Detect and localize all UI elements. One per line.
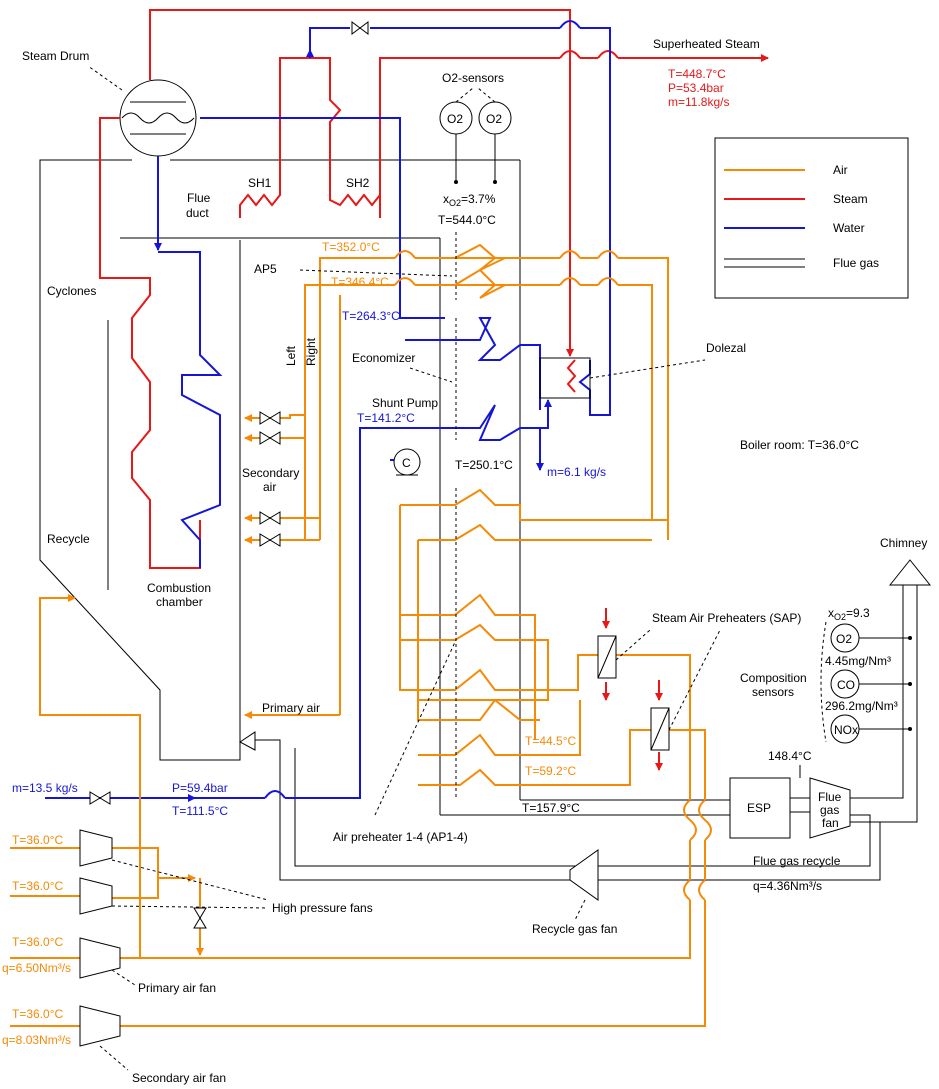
water-mass-flow: m=13.5 kg/s	[12, 781, 78, 795]
flue-gas-fan-label-1: Flue	[818, 790, 842, 804]
legend-steam: Steam	[833, 192, 868, 206]
primary-air-label: Primary air	[262, 701, 320, 715]
dolezal-label: Dolezal	[706, 341, 746, 355]
o2-sensors-label: O2-sensors	[442, 71, 504, 85]
composition-label-1: Composition	[740, 671, 807, 685]
hp-fan-2-temp: T=36.0°C	[12, 879, 63, 893]
legend-air: Air	[833, 163, 848, 177]
superheated-steam-label: Superheated Steam	[653, 37, 760, 51]
recycle-gas-fan	[569, 849, 599, 901]
secondary-air-label-1: Secondary	[242, 466, 299, 480]
temp-445: T=44.5°C	[525, 734, 576, 748]
valves	[89, 21, 369, 929]
xo2-top: xO2=3.7%	[443, 192, 496, 208]
flue-gas-fan-label-2: gas	[820, 803, 839, 817]
air-lines	[10, 243, 712, 1027]
steam-temperature: T=448.7°C	[668, 67, 726, 81]
temp-352: T=352.0°C	[322, 240, 380, 254]
temp-1484: 148.4°C	[768, 749, 812, 763]
o2-sensor-1: O2	[447, 112, 463, 126]
water-pressure: P=59.4bar	[172, 781, 228, 795]
ap5-label: AP5	[254, 262, 277, 276]
temp-250: T=250.1°C	[455, 458, 513, 472]
temp-top: T=544.0°C	[438, 213, 496, 227]
combustion-label-2: chamber	[156, 595, 203, 609]
esp-unit	[729, 777, 791, 839]
temp-346: T=346.4°C	[331, 275, 389, 289]
shunt-pump-label: Shunt Pump	[372, 396, 438, 410]
composition-sensors	[820, 621, 912, 744]
steam-pressure: P=53.4bar	[668, 81, 724, 95]
recycle-inlet-arrow	[239, 731, 256, 751]
steam-air-preheaters	[597, 629, 721, 751]
water-temperature: T=111.5°C	[172, 804, 228, 818]
legend-flue-gas: Flue gas	[833, 256, 879, 270]
boiler-furnace	[39, 159, 932, 881]
left-label: Left	[284, 345, 298, 366]
steam-drum	[87, 65, 197, 157]
esp-label: ESP	[747, 801, 771, 815]
secondary-air-fan-label: Secondary air fan	[132, 1071, 226, 1085]
primary-air-fan-label: Primary air fan	[138, 981, 216, 995]
co-sensor: CO	[837, 678, 855, 692]
nox-sensor: NOx	[834, 723, 858, 737]
recycle-gas-fan-label: Recycle gas fan	[532, 922, 617, 936]
shunt-pump	[393, 448, 421, 476]
temp-141: T=141.2°C	[357, 411, 415, 425]
flue-gas-recycle-label: Flue gas recycle	[753, 854, 841, 868]
flue-duct-label-2: duct	[186, 206, 209, 220]
steam-mass-flow: m=11.8kg/s	[668, 95, 729, 109]
legend-water: Water	[833, 221, 865, 235]
cyclones-label: Cyclones	[47, 284, 96, 298]
temp-592: T=59.2°C	[525, 764, 576, 778]
sh1-label: SH1	[248, 176, 272, 190]
right-label: Right	[304, 337, 318, 366]
hp-fan-1-temp: T=36.0°C	[12, 833, 63, 847]
temp-264: T=264.3°C	[342, 309, 400, 323]
dolezal-unit	[539, 357, 591, 399]
xo2-bottom: xO2=9.3	[828, 606, 870, 622]
chimney-icon	[888, 559, 932, 586]
primary-fan-flow: q=6.50Nm³/s	[2, 961, 71, 975]
recycle-flow-label: q=4.36Nm³/s	[753, 879, 822, 893]
secondary-fan-temp: T=36.0°C	[12, 1007, 63, 1021]
composition-label-2: sensors	[752, 685, 794, 699]
o2-sensor-bottom: O2	[836, 632, 852, 646]
air-preheater-label: Air preheater 1-4 (AP1-4)	[333, 830, 468, 844]
shunt-pump-symbol: C	[402, 456, 411, 470]
steam-drum-label: Steam Drum	[22, 49, 89, 63]
temp-1579: T=157.9°C	[522, 801, 580, 815]
chimney-label: Chimney	[880, 536, 927, 550]
o2-sensors-top	[439, 87, 512, 184]
legend: Air Steam Water Flue gas	[714, 137, 909, 299]
air-fans	[79, 829, 269, 1071]
co-value: 4.45mg/Nm³	[825, 654, 891, 668]
sh2-label: SH2	[346, 176, 370, 190]
o2-sensor-2: O2	[486, 112, 502, 126]
boiler-room-label: Boiler room: T=36.0°C	[740, 438, 859, 452]
secondary-fan-flow: q=8.03Nm³/s	[2, 1033, 71, 1047]
recycle-label: Recycle	[47, 532, 90, 546]
sap-label: Steam Air Preheaters (SAP)	[652, 611, 801, 625]
combustion-label-1: Combustion	[147, 581, 211, 595]
flue-gas-fan-label-3: fan	[822, 816, 839, 830]
high-pressure-fans-label: High pressure fans	[272, 901, 373, 915]
economizer-label: Economizer	[352, 351, 415, 365]
mass-flow-61: m=6.1 kg/s	[547, 465, 606, 479]
flue-gas-fan	[809, 777, 851, 839]
primary-fan-temp: T=36.0°C	[12, 935, 63, 949]
steam-lines	[99, 9, 769, 771]
secondary-air-label-2: air	[263, 480, 276, 494]
water-lines	[45, 20, 611, 802]
flue-duct-label-1: Flue	[187, 191, 211, 205]
nox-value: 296.2mg/Nm³	[825, 699, 898, 713]
